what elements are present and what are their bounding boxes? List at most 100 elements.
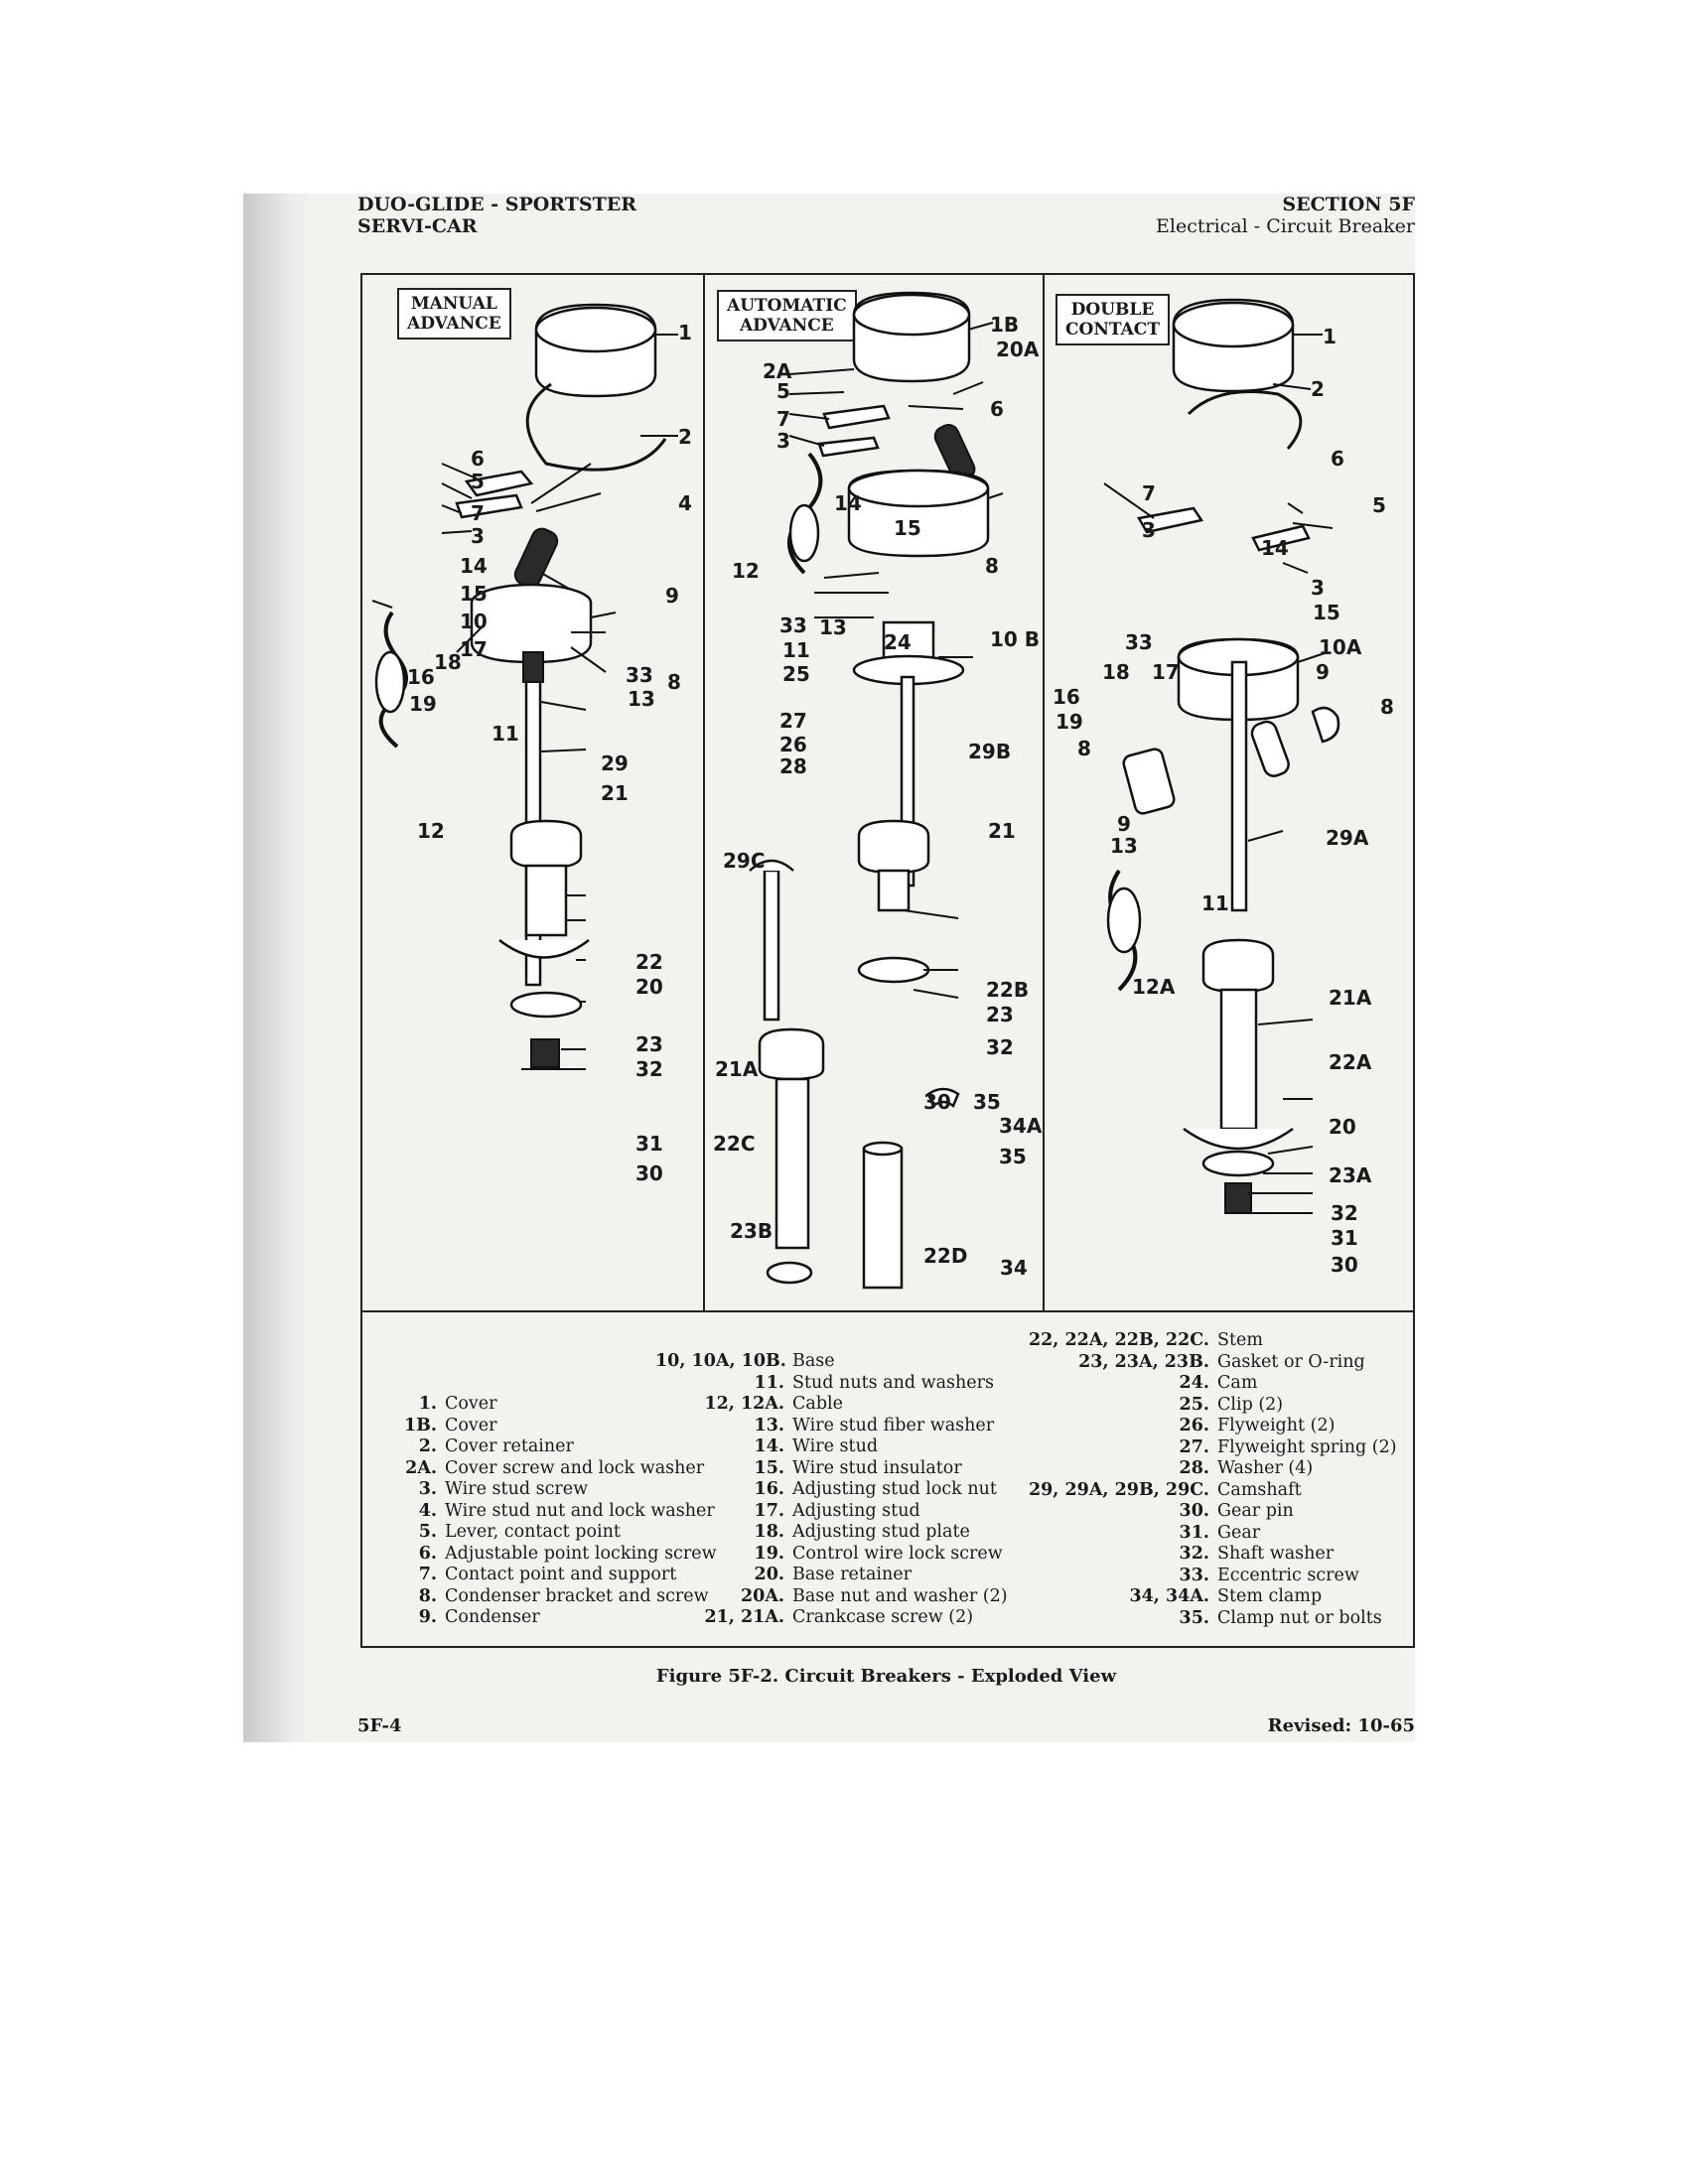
callout: 26 xyxy=(779,733,807,756)
callout: 17 xyxy=(460,637,488,661)
legend-item: 15.Wire stud insulator xyxy=(754,1457,962,1478)
legend-item: 2A.Cover screw and lock washer xyxy=(405,1457,705,1478)
callout: 13 xyxy=(1110,834,1138,858)
page-header-left: DUO-GLIDE - SPORTSTER SERVI-CAR xyxy=(357,194,636,237)
callout: 16 xyxy=(1053,685,1080,709)
cable-part xyxy=(1106,869,1142,992)
cover-part xyxy=(534,303,678,398)
callout: 14 xyxy=(460,554,488,578)
base-plate-part xyxy=(823,469,1004,579)
callout: 35 xyxy=(999,1145,1027,1168)
callout: 23A xyxy=(1329,1163,1372,1187)
legend-item: 29, 29A, 29B, 29C.Camshaft xyxy=(1028,1479,1302,1500)
callout: 34A xyxy=(999,1114,1043,1138)
callout: 10A xyxy=(1319,635,1362,659)
callout: 15 xyxy=(1313,601,1340,624)
callout: 20 xyxy=(1329,1115,1356,1139)
cable-part xyxy=(787,452,823,575)
callout: 4 xyxy=(678,491,692,515)
legend-item: 10, 10A, 10B.Base xyxy=(655,1351,835,1371)
callout: 9 xyxy=(1316,660,1330,684)
legend-item: 20A.Base nut and washer (2) xyxy=(740,1585,1008,1606)
callout: 3 xyxy=(1142,518,1156,542)
callout: 33 xyxy=(626,663,653,687)
legend-item: 24.Cam xyxy=(1179,1373,1258,1393)
cable-part xyxy=(371,600,408,749)
condensers-part xyxy=(1122,706,1340,815)
callout: 35 xyxy=(973,1090,1001,1114)
stem-part xyxy=(1183,938,1314,1214)
callout: 27 xyxy=(779,709,807,733)
callout: 29A xyxy=(1326,826,1369,850)
callout: 12 xyxy=(732,559,760,583)
legend-item: 20.Base retainer xyxy=(754,1565,912,1584)
legend-item: 11.Stud nuts and washers xyxy=(754,1372,995,1393)
callout: 6 xyxy=(990,397,1004,421)
callout: 8 xyxy=(1380,695,1394,719)
callout: 17 xyxy=(1152,660,1180,684)
legend-item: 30.Gear pin xyxy=(1179,1501,1294,1521)
legend-item: 9.Condenser xyxy=(418,1607,540,1627)
legend-item: 33.Eccentric screw xyxy=(1179,1565,1359,1585)
legend-item: 32.Shaft washer xyxy=(1179,1544,1335,1564)
legend-divider xyxy=(360,1310,1415,1312)
callout: 13 xyxy=(628,687,655,711)
callout: 3 xyxy=(776,429,790,453)
callout: 24 xyxy=(884,630,912,654)
shaft-29c-part xyxy=(749,859,794,1022)
callout: 29C xyxy=(723,849,766,873)
stem-22c-part xyxy=(758,1027,825,1285)
callout: 14 xyxy=(1261,536,1289,560)
cover-retainer-part xyxy=(1187,383,1312,450)
legend-item: 26.Flyweight (2) xyxy=(1179,1416,1336,1435)
callout: 1B xyxy=(990,313,1020,337)
callout: 31 xyxy=(1331,1226,1358,1250)
legend-column-1: 1.Cover 1B.Cover 2.Cover retainer 2A.Cov… xyxy=(367,1330,717,1629)
callout: 29 xyxy=(601,751,629,775)
callout: 12A xyxy=(1132,975,1176,999)
cover-part xyxy=(852,291,994,395)
legend-item: 21, 21A.Crankcase screw (2) xyxy=(704,1607,974,1627)
callout: 2A xyxy=(763,359,792,383)
legend-item: 6.Adjustable point locking screw xyxy=(418,1543,717,1564)
callout: 5 xyxy=(1372,493,1386,517)
callout: 11 xyxy=(492,722,519,746)
legend-item: 1.Cover xyxy=(418,1394,497,1414)
callout: 9 xyxy=(665,584,679,608)
cover-retainer-part xyxy=(525,382,678,472)
callout: 23 xyxy=(986,1003,1014,1026)
callout: 28 xyxy=(779,754,807,778)
callout: 7 xyxy=(1142,481,1156,505)
callout: 8 xyxy=(667,670,681,694)
callout: 33 xyxy=(779,614,807,637)
base-plate-part xyxy=(1177,637,1329,722)
callout: 22A xyxy=(1329,1050,1372,1074)
callout: 6 xyxy=(471,447,485,471)
legend-column-3: 22, 22A, 22B, 22C.Stem 23, 23A, 23B.Gask… xyxy=(1013,1330,1397,1629)
revised-date: Revised: 10-65 xyxy=(1267,1715,1415,1736)
callout: 16 xyxy=(407,665,435,689)
callout: 18 xyxy=(434,650,462,674)
contact-levers-part xyxy=(1103,482,1334,574)
callout: 20A xyxy=(996,338,1040,361)
callout: 3 xyxy=(471,524,485,548)
callout: 31 xyxy=(635,1132,663,1156)
callout: 23 xyxy=(635,1032,663,1056)
callout: 34 xyxy=(1000,1256,1028,1280)
callout: 30 xyxy=(1331,1253,1358,1277)
callout: 14 xyxy=(834,491,862,515)
legend-item: 7.Contact point and support xyxy=(418,1565,677,1584)
callout: 3 xyxy=(1311,576,1325,600)
callout: 19 xyxy=(1055,710,1083,734)
callout: 1 xyxy=(678,321,692,344)
callout: 15 xyxy=(460,582,488,606)
callout: 30 xyxy=(635,1161,663,1185)
section-number: SECTION 5F xyxy=(1282,194,1415,215)
legend-item: 34, 34A.Stem clamp xyxy=(1129,1586,1323,1606)
callout: 33 xyxy=(1125,630,1153,654)
callout: 10 xyxy=(460,610,488,633)
legend-item: 16.Adjusting stud lock nut xyxy=(754,1479,997,1499)
legend-item: 23, 23A, 23B.Gasket or O-ring xyxy=(1078,1351,1365,1372)
camshaft-part xyxy=(1230,660,1284,912)
